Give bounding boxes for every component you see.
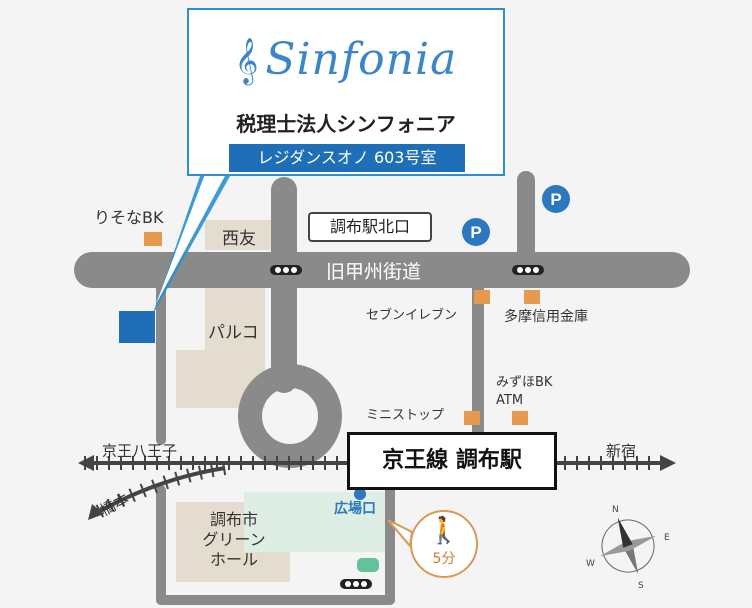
chofu-station-label: 京王線 調布駅 <box>347 432 557 490</box>
parking-icon: P <box>542 185 570 213</box>
resona-bank-label: りそなBK <box>94 208 164 227</box>
office-location-marker <box>119 311 155 343</box>
parco-label: パルコ <box>208 323 259 343</box>
traffic-light-icon <box>340 579 372 589</box>
ministop-label: ミニストップ <box>366 408 445 423</box>
treble-clef-icon: 𝄞 <box>234 38 260 84</box>
landmark-markers <box>144 232 540 425</box>
callout-pointer <box>152 176 230 316</box>
walking-time-badge: 🚶 5分 <box>410 510 478 578</box>
arrow-left-icon <box>78 455 94 471</box>
seven-eleven-label: セブンイレブン <box>366 308 458 323</box>
parking-icon: P <box>462 218 490 246</box>
svg-text:P: P <box>550 190 561 209</box>
compass-n: N <box>612 505 619 515</box>
company-callout: 𝄞Sinfonia 税理士法人シンフォニア レジダンスオノ 603号室 <box>187 8 505 176</box>
tama-shinkin-label: 多摩信用金庫 <box>504 309 588 325</box>
station-plaza-area <box>244 492 388 552</box>
plaza-exit-label: 広場口 <box>334 501 376 517</box>
direction-keio-hachioji: 京王八王子 <box>102 442 178 460</box>
road-network <box>74 171 690 605</box>
bus-stop-marker <box>357 558 379 572</box>
compass-e: E <box>664 533 670 543</box>
exit-marker <box>354 488 366 500</box>
arrow-branch-icon <box>88 504 104 520</box>
arrow-right-icon <box>660 455 676 471</box>
compass-s: S <box>638 581 644 591</box>
green-hall-label: 調布市 グリーン ホール <box>202 510 266 569</box>
traffic-light-icon <box>270 265 302 275</box>
walking-time: 5分 <box>432 551 456 567</box>
traffic-light-icon <box>512 265 544 275</box>
road-label-kyu-koshu-kaido: 旧甲州街道 <box>326 261 422 283</box>
building-room-label: レジダンスオノ 603号室 <box>229 144 465 172</box>
seiyu-label: 西友 <box>222 229 256 249</box>
compass-w: W <box>586 559 595 569</box>
walking-person-icon: 🚶 <box>427 516 461 546</box>
firm-name: 税理士法人シンフォニア <box>236 112 456 136</box>
direction-shinjuku: 新宿 <box>606 442 637 460</box>
north-exit-label: 調布駅北口 <box>308 212 432 242</box>
company-logo: 𝄞Sinfonia <box>189 34 503 85</box>
mizuho-bank-label: みずほBK ATM <box>496 375 553 408</box>
svg-text:P: P <box>470 223 481 242</box>
parco-building <box>205 286 265 350</box>
compass-rose-icon <box>599 517 657 575</box>
logo-text: Sinfonia <box>265 34 458 85</box>
